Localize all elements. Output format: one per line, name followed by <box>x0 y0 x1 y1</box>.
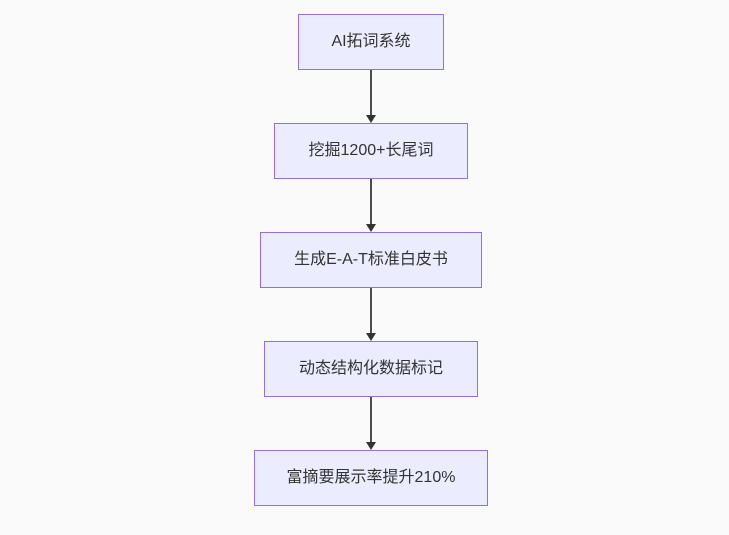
flowchart-node-structured-data-markup: 动态结构化数据标记 <box>264 341 478 397</box>
arrow-line <box>370 70 372 115</box>
node-label: AI拓词系统 <box>331 33 411 51</box>
arrowhead-icon <box>366 224 376 232</box>
flowchart: AI拓词系统 挖掘1200+长尾词 生成E-A-T标准白皮书 动态结构化数据标记 <box>254 14 488 506</box>
node-label: 动态结构化数据标记 <box>298 360 443 378</box>
down-arrow-icon <box>366 70 376 123</box>
arrow-line <box>370 179 372 224</box>
node-label: 富摘要展示率提升210% <box>286 469 456 487</box>
flowchart-node-rich-snippet-result: 富摘要展示率提升210% <box>254 450 488 506</box>
node-label: 生成E-A-T标准白皮书 <box>294 251 448 269</box>
flowchart-node-ai-word-expansion: AI拓词系统 <box>298 14 444 70</box>
down-arrow-icon <box>366 179 376 232</box>
arrowhead-icon <box>366 442 376 450</box>
down-arrow-icon <box>366 288 376 341</box>
arrow-line <box>370 397 372 442</box>
arrowhead-icon <box>366 333 376 341</box>
arrow-line <box>370 288 372 333</box>
flowchart-node-eat-whitepaper: 生成E-A-T标准白皮书 <box>260 232 482 288</box>
flowchart-node-longtail-mining: 挖掘1200+长尾词 <box>274 123 468 179</box>
node-label: 挖掘1200+长尾词 <box>308 142 434 160</box>
down-arrow-icon <box>366 397 376 450</box>
arrowhead-icon <box>366 115 376 123</box>
